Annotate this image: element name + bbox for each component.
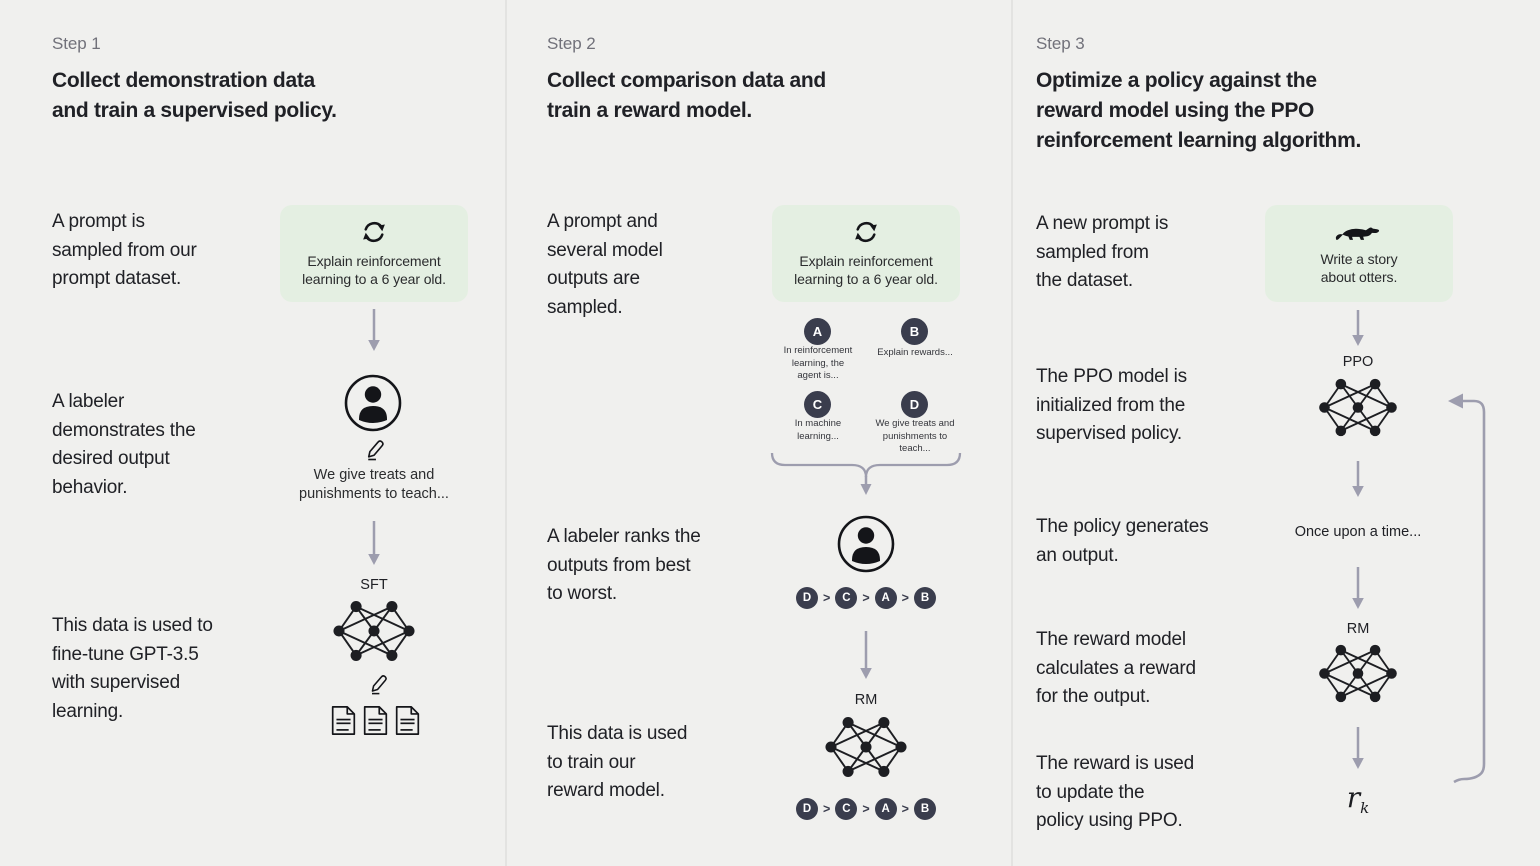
- down-arrow: [368, 521, 380, 565]
- step3-text-init: The PPO model is initialized from the su…: [1036, 366, 1187, 444]
- policy-output-text: Once upon a time...: [1294, 524, 1422, 540]
- document-icon: [331, 706, 356, 735]
- step3-label: Step 3: [1036, 34, 1085, 53]
- step1-prompt-text: Explain reinforcement learning to a 6 ye…: [302, 253, 446, 287]
- document-icon: [395, 706, 420, 735]
- output-text-c: In machine learning...: [794, 418, 842, 442]
- rank-chip: B: [913, 798, 936, 820]
- brace-arrow: [770, 452, 962, 495]
- down-arrow: [1352, 727, 1364, 769]
- column-divider: [505, 0, 507, 866]
- step3-prompt-box: Write a story about otters.: [1265, 205, 1453, 302]
- step2-title: Collect comparison data and train a rewa…: [547, 69, 826, 122]
- output-text-a: In reinforcement learning, the agent is.…: [783, 345, 853, 381]
- step2-text-sampled: A prompt and several model outputs are s…: [547, 211, 663, 318]
- output-chip-a: A: [804, 318, 831, 345]
- down-arrow: [368, 309, 380, 351]
- column-divider: [1011, 0, 1013, 866]
- down-arrow: [1352, 310, 1364, 346]
- rm-label: RM: [1346, 621, 1370, 637]
- rank-chip: C: [835, 587, 858, 609]
- output-chip-c: C: [804, 391, 831, 418]
- step3-text-generates: The policy generates an output.: [1036, 516, 1209, 566]
- otter-icon: [1335, 227, 1380, 240]
- step2-text-train: This data is used to train our reward mo…: [547, 723, 688, 801]
- step3-title: Optimize a policy against the reward mod…: [1036, 69, 1361, 152]
- gt-separator: >: [823, 802, 831, 816]
- rank-chip: A: [874, 587, 897, 609]
- gt-separator: >: [901, 802, 909, 816]
- step1-text-finetune: This data is used to fine-tune GPT-3.5 w…: [52, 615, 213, 722]
- reward-base: r: [1346, 781, 1361, 814]
- step3-text-reward: The reward model calculates a reward for…: [1036, 629, 1196, 707]
- feedback-loop-arrow: [1448, 393, 1486, 784]
- ranking-row: D > C > A > B: [766, 798, 966, 820]
- output-text-d: We give treats and punishments to teach.…: [875, 418, 955, 454]
- neural-network-icon: [333, 601, 415, 661]
- labeler-icon: [837, 515, 895, 573]
- gt-separator: >: [823, 591, 831, 605]
- gt-separator: >: [862, 802, 870, 816]
- output-text-b: Explain rewards...: [877, 347, 953, 358]
- ppo-label: PPO: [1342, 354, 1374, 370]
- labeler-icon: [344, 374, 402, 432]
- down-arrow: [1352, 461, 1364, 497]
- step1-labeler-output: We give treats and punishments to teach.…: [299, 467, 449, 502]
- rm-label: RM: [854, 692, 878, 708]
- down-arrow: [1352, 567, 1364, 609]
- rank-chip: A: [874, 798, 897, 820]
- refresh-icon: [855, 221, 877, 243]
- refresh-icon: [363, 221, 385, 243]
- step2-prompt-box: Explain reinforcement learning to a 6 ye…: [772, 205, 960, 302]
- rank-chip: B: [913, 587, 936, 609]
- step1-title: Collect demonstration data and train a s…: [52, 69, 337, 122]
- ranking-row: D > C > A > B: [766, 587, 966, 609]
- neural-network-icon: [1319, 378, 1397, 437]
- step3-text-prompt: A new prompt is sampled from the dataset…: [1036, 213, 1169, 291]
- step1-prompt-box: Explain reinforcement learning to a 6 ye…: [280, 205, 468, 302]
- gt-separator: >: [901, 591, 909, 605]
- output-chip-d: D: [901, 391, 928, 418]
- document-icon: [363, 706, 388, 735]
- reward-symbol: rk: [1258, 781, 1458, 817]
- step3-prompt-text: Write a story about otters.: [1320, 251, 1398, 285]
- output-chip-b: B: [901, 318, 928, 345]
- neural-network-icon: [825, 717, 907, 777]
- step1-text-labeler: A labeler demonstrates the desired outpu…: [52, 391, 196, 498]
- reward-subscript: k: [1360, 799, 1370, 817]
- step1-label: Step 1: [52, 34, 101, 53]
- documents-row: [330, 705, 421, 736]
- pencil-icon: [371, 675, 387, 695]
- pencil-icon: [367, 440, 384, 461]
- step2-text-ranks: A labeler ranks the outputs from best to…: [547, 526, 701, 604]
- step2-prompt-text: Explain reinforcement learning to a 6 ye…: [794, 253, 938, 287]
- step1-text-prompt: A prompt is sampled from our prompt data…: [52, 211, 197, 289]
- rank-chip: D: [796, 798, 819, 820]
- sft-label: SFT: [360, 577, 388, 593]
- step3-text-update: The reward is used to update the policy …: [1036, 753, 1194, 831]
- rank-chip: C: [835, 798, 858, 820]
- gt-separator: >: [862, 591, 870, 605]
- down-arrow: [860, 631, 872, 679]
- rank-chip: D: [796, 587, 819, 609]
- neural-network-icon: [1319, 644, 1397, 703]
- step2-label: Step 2: [547, 34, 596, 53]
